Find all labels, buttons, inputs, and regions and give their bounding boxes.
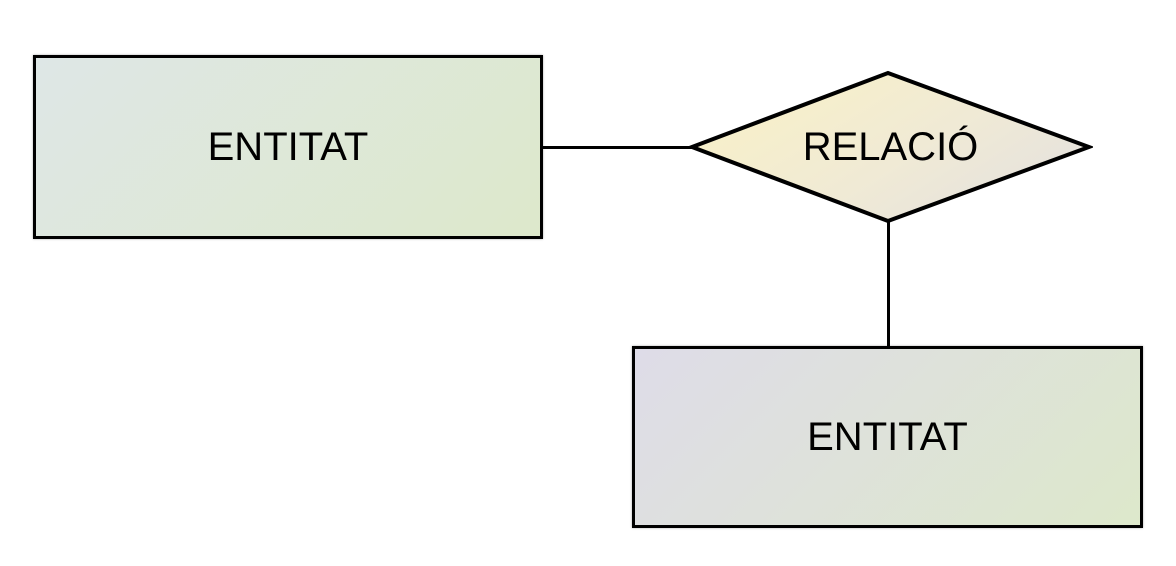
connector-relation-entity xyxy=(887,221,890,346)
connector-entity-relation xyxy=(543,146,692,149)
entity-node-left: ENTITAT xyxy=(33,55,543,239)
relation-diamond-shape xyxy=(688,70,1093,224)
entity-node-bottom: ENTITAT xyxy=(632,346,1143,528)
entity-bottom-label: ENTITAT xyxy=(807,415,968,459)
relation-node: RELACIÓ xyxy=(688,70,1093,224)
entity-left-label: ENTITAT xyxy=(207,125,369,169)
relation-label: RELACIÓ xyxy=(802,125,979,169)
